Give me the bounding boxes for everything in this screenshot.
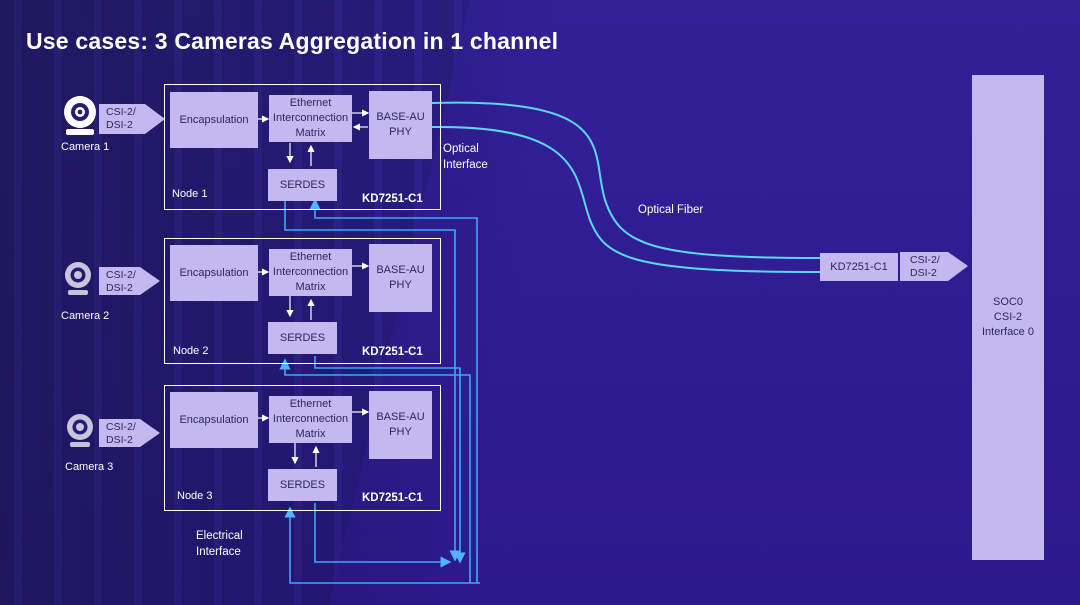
electrical-line-node3-in	[284, 506, 480, 584]
node-2-chip: KD7251-C1	[362, 346, 423, 358]
node-2-serdes: SERDES	[268, 322, 337, 354]
node-1-chip: KD7251-C1	[362, 193, 423, 205]
camera-1-label: Camera 1	[61, 141, 110, 153]
optical-fiber-line-a	[431, 101, 821, 259]
node-3-encapsulation: Encapsulation	[170, 392, 258, 448]
slide-title: Use cases: 3 Cameras Aggregation in 1 ch…	[26, 28, 559, 54]
camera-2-icon	[65, 262, 91, 295]
node-1-label: Node 1	[172, 188, 208, 200]
node-2-label: Node 2	[173, 345, 209, 357]
csi-arrow-camera-1	[99, 104, 165, 134]
camera-1-csi-label: CSI-2/DSI-2	[106, 106, 136, 131]
node-1-encapsulation: Encapsulation	[170, 92, 258, 148]
electrical-line-node2-out	[314, 356, 466, 564]
node-3-serdes: SERDES	[268, 469, 337, 501]
node-3-frame	[164, 385, 441, 511]
node-1-serdes: SERDES	[268, 169, 337, 201]
camera-2-csi-label: CSI-2/DSI-2	[106, 269, 136, 294]
csi-arrow-camera-2	[99, 267, 160, 295]
optical-fiber-line-b	[431, 125, 821, 273]
node-3-label: Node 3	[177, 490, 213, 502]
electrical-line-node2-in	[279, 358, 471, 583]
csi-arrow-receiver	[900, 252, 968, 281]
node-3-chip: KD7251-C1	[362, 492, 423, 504]
electrical-line-node3-out	[314, 503, 452, 568]
camera-3-csi-label: CSI-2/DSI-2	[106, 421, 136, 446]
csi-arrow-camera-3	[99, 419, 160, 447]
camera-3-icon	[67, 414, 93, 447]
camera-1-icon	[64, 96, 96, 135]
receiver-chip: KD7251-C1	[820, 253, 898, 281]
node-1-frame	[164, 84, 441, 210]
electrical-line-node1-out	[284, 197, 461, 562]
optical-fiber-label: Optical Fiber	[638, 204, 704, 216]
node-2-encapsulation: Encapsulation	[170, 245, 258, 301]
node-2-frame	[164, 238, 441, 364]
camera-3-label: Camera 3	[65, 461, 114, 473]
camera-2-label: Camera 2	[61, 310, 110, 322]
receiver-csi-label: CSI-2/DSI-2	[910, 254, 940, 279]
